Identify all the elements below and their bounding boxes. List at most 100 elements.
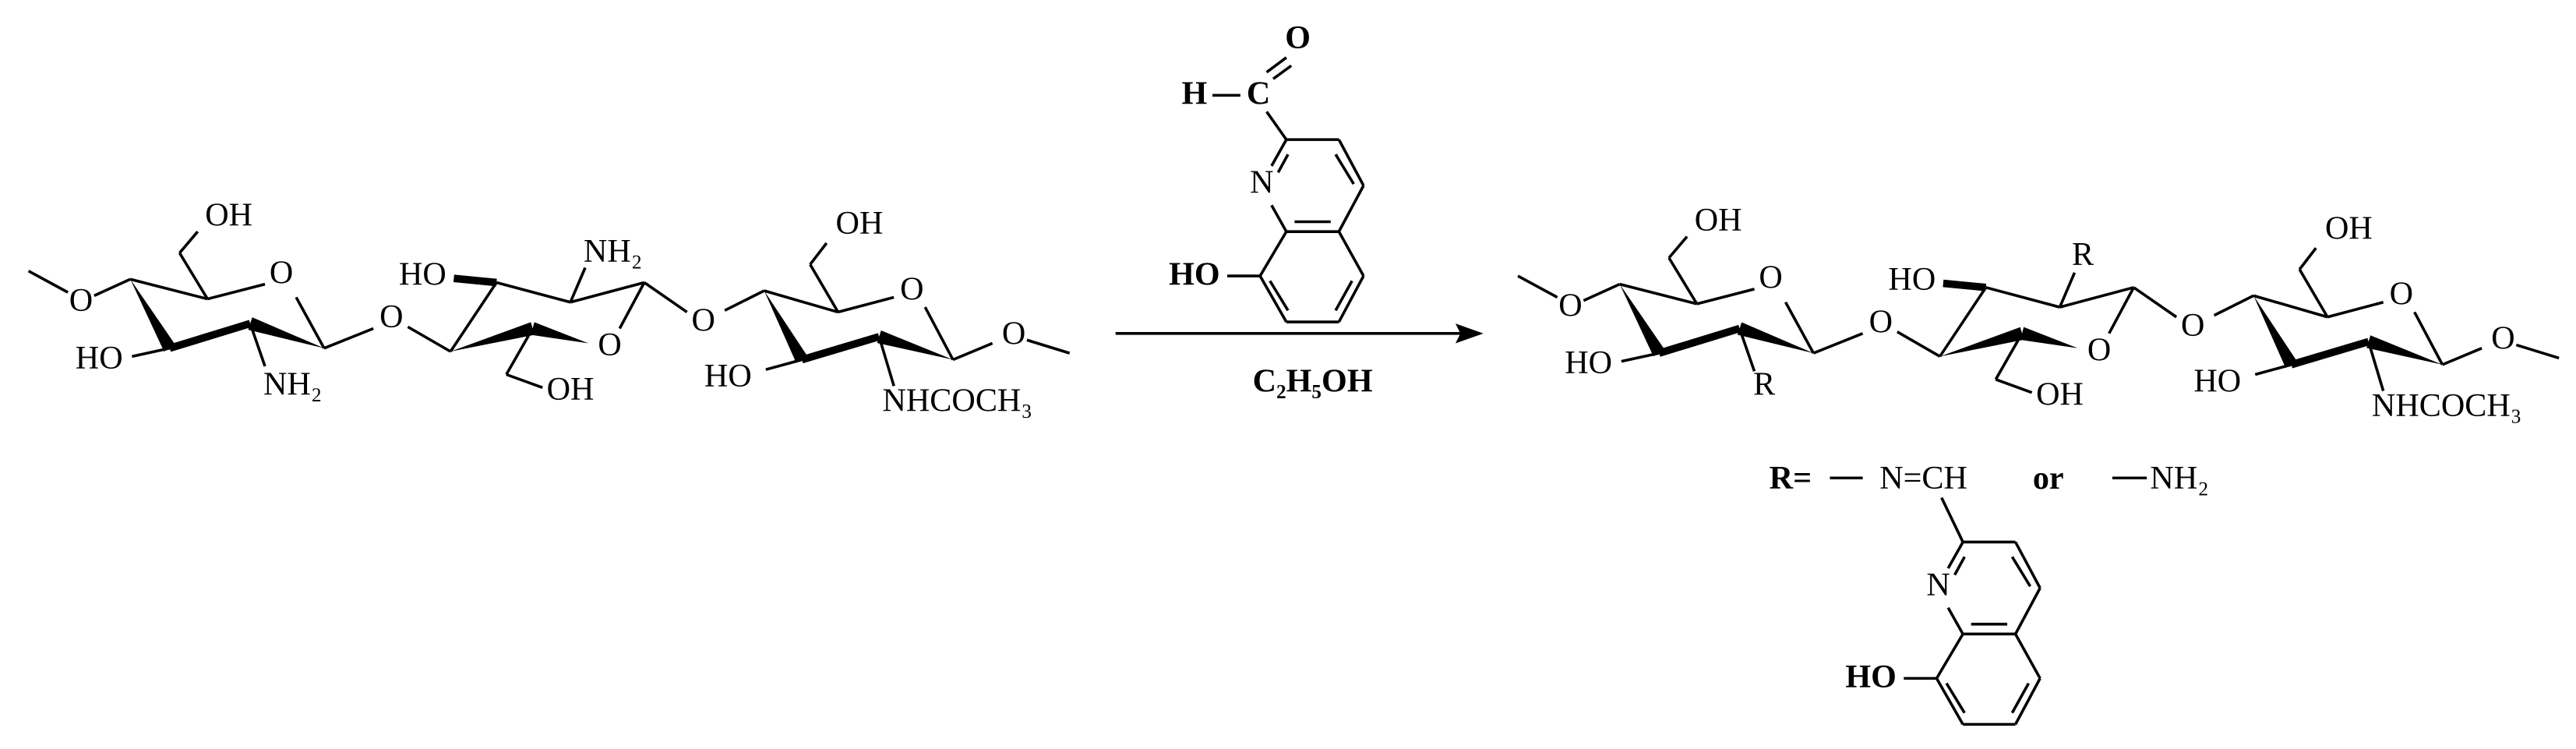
chain-bond [505, 327, 535, 376]
product-label-ho-ring1: HO [1565, 344, 1612, 381]
product-chain-bond [1517, 274, 1558, 299]
chain-bond [323, 327, 374, 350]
r-definition-prefix: R= [1770, 460, 1812, 496]
chain-bond [407, 325, 452, 353]
chain-bond [877, 336, 895, 387]
chain-bond [923, 306, 955, 361]
product-chain-bond [2133, 286, 2178, 319]
r-quinoline-bond [1946, 606, 1964, 635]
r-quinoline-bond [2014, 677, 2041, 726]
chain-bond [838, 295, 895, 314]
r-quinoline-bond [2014, 633, 2041, 680]
chain-wedge-bond [531, 322, 589, 344]
product-label-o-ring2: O [2087, 331, 2111, 368]
reagent-8-hydroxyquinoline-2-carbaldehyde: O C H N HO [1169, 19, 1365, 323]
product-label-oh-ring3: OH [2325, 210, 2373, 246]
product-chain-wedge-bond [1737, 322, 1814, 354]
quinoline-bond [1270, 139, 1288, 167]
product-chain-bond [1994, 332, 2024, 380]
r-quinoline-bond [1953, 556, 1966, 576]
product-chain-bond [2059, 286, 2134, 309]
reactant-label-o-ring1: O [270, 254, 293, 291]
r-quinoline-bonds [1904, 540, 2041, 726]
product-chain-bonds [1517, 235, 2560, 394]
r-quinoline-bond [1945, 682, 1966, 714]
r-quinoline-bond [2014, 587, 2041, 635]
r-quinoline-bond [2010, 556, 2032, 588]
product-label-oh-ring1: OH [1695, 202, 1742, 238]
product-label-o-glycosidic-2: O [2181, 307, 2204, 344]
product-chain-bond [1784, 301, 1815, 354]
product-chain-bond [1985, 286, 2060, 309]
chain-wedge-bond [450, 322, 535, 352]
solvent-label: C₂H₅OH [1253, 362, 1373, 399]
product-chain-wedge-bond [2253, 295, 2298, 368]
quinoline-bond [1334, 280, 1353, 312]
product-label-ho-ring3: HO [2193, 362, 2241, 399]
reactant-label-o-glycosidic-1: O [379, 299, 403, 335]
reactant-label-oh-ring1: OH [205, 197, 252, 234]
product-chain-bond [2213, 294, 2254, 317]
chain-wedge-bond [130, 279, 176, 352]
product-chain-bond [2515, 343, 2560, 360]
quinoline-bond [1258, 231, 1288, 277]
chain-bond [952, 341, 993, 362]
quinoline-bond [1269, 280, 1290, 312]
product-chain-bond [2441, 347, 2482, 366]
reactant-label-o-methoxy-left: O [69, 282, 93, 319]
reactant-label-ho-ring3: HO [704, 358, 752, 394]
chain-bond [618, 281, 646, 330]
reactant-chain-bonds [27, 230, 1071, 390]
reactant-label-nhcoch3: NHCOCH₃ [882, 383, 1032, 419]
reactant-label-o-ring2: O [598, 327, 621, 363]
quinoline-bond [1276, 154, 1290, 174]
reactant-label-nh2-ring1: NH₂ [263, 366, 323, 403]
product-chain-bond [2253, 294, 2328, 319]
chain-bond [449, 281, 498, 352]
chain-bond [809, 242, 828, 266]
r-group-definition: R= N=CH or NH₂ N HO [1770, 460, 2209, 726]
chain-bond [724, 289, 765, 312]
reactant-label-ho-ring2: HO [399, 256, 446, 292]
reagent-label-o: O [1285, 19, 1311, 56]
product-chain-bond [1696, 288, 1755, 306]
chain-bold-bond [800, 333, 880, 364]
r-ch-to-quinoline-bond [1940, 496, 1964, 543]
reactant-label-o-methoxy-right: O [1002, 315, 1025, 352]
chain-bond [178, 252, 209, 300]
product-chain-bold-bond [2290, 337, 2370, 369]
aldehyde-bond [1272, 64, 1293, 80]
chain-bond [496, 281, 571, 304]
reactant-label-oh-ring2: OH [547, 371, 595, 408]
product-label-r-ring2: R [2072, 236, 2094, 273]
chain-bond [809, 263, 840, 313]
product-schiff-base-chitosan: O OH O HO R O HO R O OH O OH O HO NHCOCH… [1517, 202, 2560, 424]
product-chain-wedge-bond [1619, 284, 1665, 357]
product-chain-bond [2108, 286, 2135, 334]
chain-bond [764, 289, 839, 314]
r-definition-option2: NH₂ [2150, 460, 2209, 496]
product-chain-bold-bond [1657, 324, 1741, 357]
product-chain-bond [2366, 341, 2385, 392]
product-label-o-methoxy-left: O [1558, 287, 1582, 323]
chain-wedge-bond [877, 330, 954, 360]
quinoline-bond [1270, 204, 1288, 233]
product-chain-bond [1939, 286, 1988, 358]
arrow-head-icon [1455, 323, 1484, 344]
reagent-label-h: H [1181, 76, 1207, 112]
reactant-label-ho-ring1: HO [76, 340, 123, 376]
reagent-label-ho: HO [1169, 256, 1220, 292]
product-label-ho-ring2: HO [1888, 261, 1936, 298]
chain-bond [295, 296, 326, 349]
chain-bond [570, 281, 645, 304]
chain-bond [129, 277, 208, 301]
product-chain-bond [2058, 272, 2077, 308]
reaction-arrow [1115, 323, 1484, 344]
chain-bond [1026, 338, 1071, 355]
quinoline-bond [1337, 231, 1365, 277]
product-labels: O OH O HO R O HO R O OH O OH O HO NHCOCH… [1558, 202, 2521, 424]
quinoline-bond [1337, 275, 1365, 323]
chain-bold-bond [168, 320, 252, 352]
reactant-label-nh2-ring2: NH₂ [584, 233, 643, 270]
